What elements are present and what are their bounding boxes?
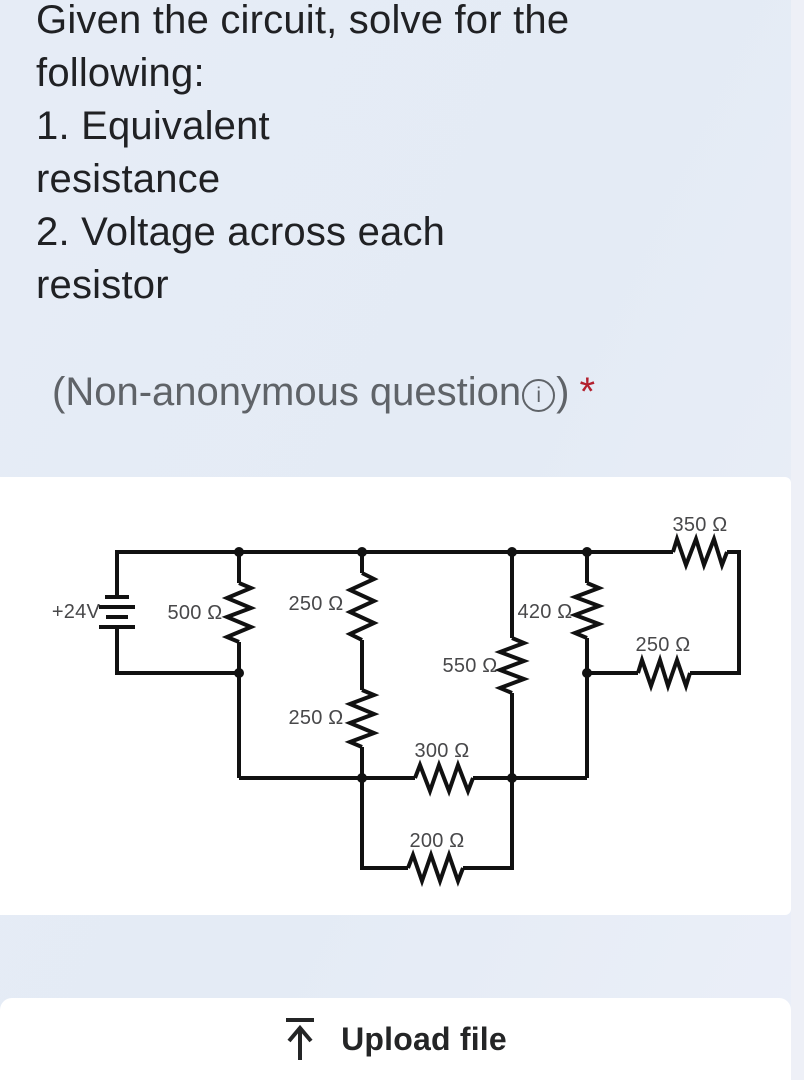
upload-icon: [286, 1018, 315, 1060]
resistor-label-550: 550 Ω: [442, 655, 498, 677]
upload-file-button[interactable]: Upload file: [0, 998, 791, 1080]
question-line: following:: [36, 51, 205, 95]
subtitle-text: (Non-anonymous question: [52, 370, 522, 414]
resistor-label-250-bottom: 250 Ω: [288, 707, 344, 729]
resistor-200-symbol: [406, 848, 465, 888]
resistor-250-top-symbol: [345, 571, 379, 642]
subtitle-close-paren: ): [556, 370, 570, 414]
battery-symbol: [99, 595, 135, 629]
question-line: resistance: [36, 157, 221, 201]
info-icon[interactable]: i: [522, 379, 556, 412]
resistor-label-420: 420 Ω: [517, 601, 573, 623]
resistor-500-symbol: [221, 581, 257, 644]
question-line: Given the circuit, solve for the: [36, 0, 570, 42]
required-asterisk: *: [579, 370, 596, 414]
resistor-420-symbol: [569, 581, 605, 640]
resistor-300-symbol: [413, 759, 475, 797]
resistor-350-symbol: [671, 532, 729, 572]
resistor-label-500: 500 Ω: [167, 602, 223, 624]
resistor-label-200: 200 Ω: [409, 830, 465, 852]
question-line: 2. Voltage across each: [36, 210, 446, 254]
section-gap: [0, 915, 804, 998]
resistor-250-bottom-symbol: [344, 688, 380, 749]
resistor-label-350: 350 Ω: [672, 514, 728, 536]
circuit-wires: [115, 550, 741, 870]
upload-file-label: Upload file: [341, 1020, 507, 1057]
resistor-250-right-symbol: [636, 653, 692, 693]
question-line: 1. Equivalent: [36, 104, 270, 148]
circuit-diagram: [99, 532, 741, 888]
resistor-550-symbol: [494, 636, 530, 695]
junction-dots: [234, 547, 592, 783]
resistor-label-250-top: 250 Ω: [288, 593, 344, 615]
resistor-label-300: 300 Ω: [414, 740, 470, 762]
resistor-label-250-right: 250 Ω: [635, 634, 691, 656]
source-label: +24V: [51, 601, 100, 623]
question-line: resistor: [36, 263, 169, 307]
right-edge-strip: [791, 0, 804, 1080]
question-title: Given the circuit, solve for the followi…: [36, 0, 776, 312]
